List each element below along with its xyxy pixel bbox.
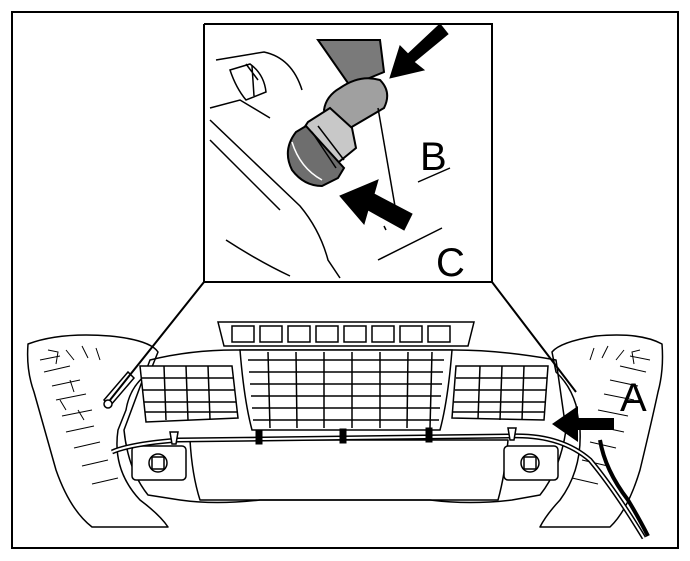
bumper-right-end <box>539 334 664 528</box>
callout-c: C <box>436 241 465 285</box>
harness-clip <box>425 427 433 443</box>
callout-a: A <box>620 376 647 420</box>
detail-leader-lines <box>109 23 577 401</box>
wiring-harness <box>110 427 650 540</box>
hose <box>316 39 386 88</box>
left-grille <box>139 365 239 423</box>
connector <box>286 77 389 188</box>
arrow-a <box>552 406 614 442</box>
center-grille <box>239 349 453 431</box>
bumper-texture <box>39 345 651 485</box>
detail-inset <box>205 23 491 281</box>
harness-clip <box>507 427 517 441</box>
left-fog-lamp-mount <box>131 445 187 481</box>
callout-b: B <box>420 135 447 179</box>
harness-clip <box>169 431 179 445</box>
harness-clip <box>255 429 263 445</box>
push-arrow-bottom <box>339 179 413 231</box>
right-fog-lamp-mount <box>503 445 559 481</box>
right-grille <box>451 365 549 421</box>
harness-clip <box>339 428 347 444</box>
upper-grille <box>217 321 475 347</box>
push-arrow-top <box>389 23 449 79</box>
bumper-left-end <box>26 334 169 528</box>
